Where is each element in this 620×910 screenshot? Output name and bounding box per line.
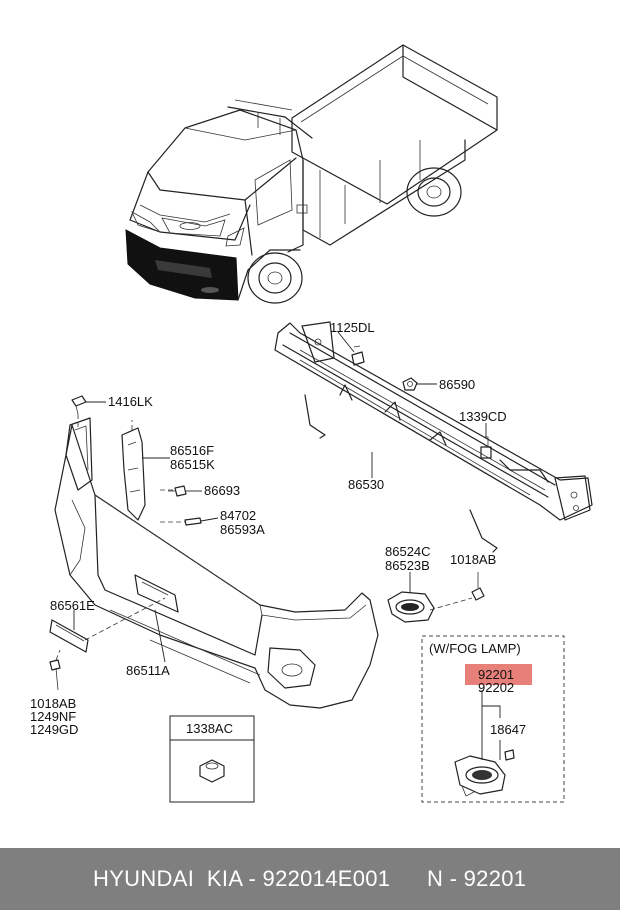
screw-1018AB-top	[471, 572, 485, 601]
bracket-86561E	[49, 619, 89, 653]
callout-1125DL: 1125DL	[330, 320, 375, 335]
callout-86516F: 86516F	[170, 443, 214, 458]
callout-86561E: 86561E	[50, 598, 95, 613]
fog-lamp-option-box	[421, 635, 565, 803]
callout-92201: 92201	[478, 667, 514, 682]
footer-short-number: N - 92201	[427, 866, 527, 891]
leader-92201	[481, 690, 501, 760]
callout-86593A: 86593A	[220, 522, 265, 537]
callout-86693: 86693	[204, 483, 240, 498]
clip-1416LK	[71, 395, 87, 415]
fog-lamp-note: (W/FOG LAMP)	[429, 641, 521, 656]
callout-1338AC: 1338AC	[186, 721, 233, 736]
callout-1416LK: 1416LK	[108, 394, 153, 409]
leader-84702	[200, 517, 219, 522]
bolt-1339CD	[480, 436, 492, 459]
callout-1249GD: 1249GD	[30, 722, 78, 737]
callout-86511A: 86511A	[126, 663, 170, 678]
bumper-beam-86530	[274, 321, 593, 553]
part-box-1338AC	[169, 715, 255, 803]
bulb-18647	[504, 749, 515, 761]
part-number-footer: HYUNDAI KIA - 922014E001 N - 92201	[0, 848, 620, 910]
callout-1249NF: 1249NF	[30, 709, 76, 724]
bolt-86693	[168, 485, 187, 497]
callout-86524C: 86524C	[385, 544, 431, 559]
truck-illustration	[125, 44, 498, 304]
parts-diagram: 1125DL 86590 1339CD 86530 1416LK 86516F …	[30, 44, 593, 803]
nut-86590	[402, 377, 418, 391]
callout-84702: 84702	[220, 508, 256, 523]
callout-86530: 86530	[348, 477, 384, 492]
callout-86515K: 86515K	[170, 457, 215, 472]
leader-1125DL	[337, 331, 355, 353]
fog-lamp-92201	[454, 755, 506, 797]
front-bumper-cover	[54, 424, 379, 709]
callout-86590: 86590	[439, 377, 475, 392]
footer-brand-part-number: HYUNDAI KIA - 922014E001	[93, 866, 391, 891]
callout-86523B: 86523B	[385, 558, 430, 573]
part-number-highlight	[465, 664, 532, 685]
leader-86511A	[154, 609, 166, 663]
bracket-86516F	[121, 427, 146, 521]
callout-1339CD: 1339CD	[459, 409, 507, 424]
callout-92202: 92202	[478, 680, 514, 695]
fog-lamp-bezel-86524C	[387, 591, 435, 623]
callout-1018AB-top: 1018AB	[450, 552, 496, 567]
bolt-1125DL	[351, 345, 365, 366]
callout-18647: 18647	[490, 722, 526, 737]
callout-1018AB: 1018AB	[30, 696, 76, 711]
screw-1018AB-bottom	[49, 659, 61, 691]
screw-84702	[184, 517, 202, 526]
